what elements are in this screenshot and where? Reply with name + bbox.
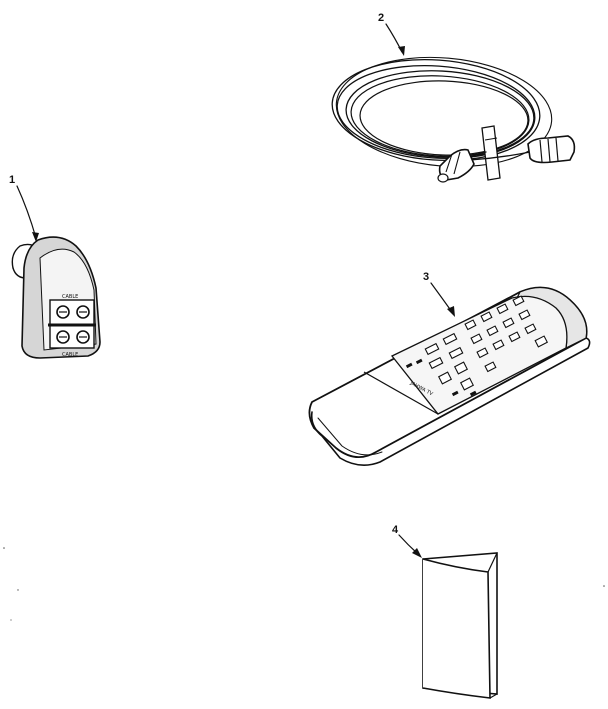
part-4-booklet: 4 bbox=[392, 524, 498, 699]
booklet-icon bbox=[422, 552, 498, 699]
adapter-bottom-label: CABLE bbox=[62, 352, 78, 358]
part-1-adapter: 1 CABLE CABLE bbox=[9, 174, 101, 359]
callout-number-1: 1 bbox=[9, 174, 15, 186]
callout-number-4: 4 bbox=[392, 524, 399, 536]
coaxial-cable-icon bbox=[331, 56, 576, 183]
part-2-cable: 2 bbox=[331, 12, 576, 183]
remote-keypad bbox=[424, 295, 549, 391]
callout-arrow-3 bbox=[430, 282, 455, 317]
callout-arrow-1 bbox=[16, 185, 39, 242]
adapter-top-label: CABLE bbox=[62, 294, 78, 300]
part-3-remote: 3 bbox=[308, 271, 591, 466]
callout-number-3: 3 bbox=[423, 271, 429, 283]
scan-specks bbox=[3, 547, 605, 621]
callout-arrow-4 bbox=[398, 534, 422, 558]
adapter-icon: CABLE CABLE bbox=[11, 236, 101, 359]
callout-arrow-2 bbox=[385, 23, 405, 56]
callout-number-2: 2 bbox=[378, 12, 384, 24]
remote-control-icon: JAHWA TV bbox=[308, 286, 591, 466]
